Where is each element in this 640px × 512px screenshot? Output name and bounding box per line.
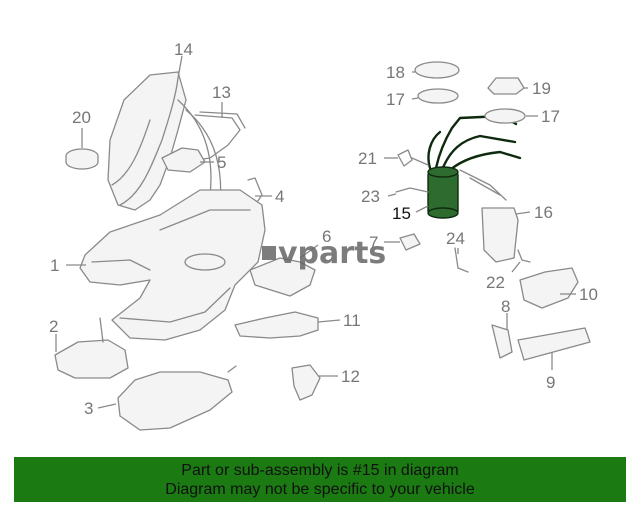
vparts-watermark: vparts xyxy=(262,236,386,271)
callout-9: 9 xyxy=(546,373,555,392)
callout-2: 2 xyxy=(49,317,58,336)
part-13-strap[interactable] xyxy=(194,111,246,161)
callout-11: 11 xyxy=(343,311,361,330)
part-14-filler-neck[interactable] xyxy=(107,71,222,211)
part-8-bracket[interactable] xyxy=(491,324,513,359)
part-2-heat-shield[interactable] xyxy=(54,317,129,379)
banner-line-1: Part or sub-assembly is #15 in diagram xyxy=(181,461,459,479)
part-18-lock-ring[interactable] xyxy=(414,61,460,79)
callout-23: 23 xyxy=(361,187,380,206)
callout-6: 6 xyxy=(322,227,331,246)
callout-12: 12 xyxy=(341,367,360,386)
callout-22: 22 xyxy=(486,273,505,292)
exploded-parts-diagram: vparts 1 2 3 4 5 6 7 8 9 10 11 12 13 14 … xyxy=(49,40,598,431)
callout-21: 21 xyxy=(358,149,377,168)
part-24-bracket[interactable] xyxy=(454,247,469,273)
part-17-ring-right[interactable] xyxy=(484,108,526,124)
part-7-connector[interactable] xyxy=(399,233,421,251)
callout-17-right: 17 xyxy=(541,107,560,126)
banner-line-2: Diagram may not be specific to your vehi… xyxy=(165,480,475,498)
callout-1: 1 xyxy=(50,256,59,275)
part-3-skid-shield[interactable] xyxy=(117,365,237,431)
callout-13: 13 xyxy=(212,83,231,102)
part-9-rail[interactable] xyxy=(517,327,591,361)
callout-5: 5 xyxy=(217,153,226,172)
part-12-small-bracket[interactable] xyxy=(291,364,321,401)
watermark-brand: vparts xyxy=(278,236,386,271)
part-16-pump-housing[interactable] xyxy=(459,169,519,263)
callout-14: 14 xyxy=(174,40,193,59)
part-19-cap[interactable] xyxy=(487,77,525,95)
callout-15: 15 xyxy=(392,204,411,223)
callout-17-upper: 17 xyxy=(386,90,405,109)
callout-20: 20 xyxy=(72,108,91,127)
callout-3: 3 xyxy=(84,399,93,418)
part-1-fuel-tank[interactable] xyxy=(79,189,266,341)
callout-24: 24 xyxy=(446,229,465,248)
part-15-fuel-pump[interactable] xyxy=(427,114,522,219)
info-banner: Part or sub-assembly is #15 in diagram D… xyxy=(14,457,626,502)
callout-8: 8 xyxy=(501,297,510,316)
callout-19: 19 xyxy=(532,79,551,98)
callout-10: 10 xyxy=(579,285,598,304)
part-6-shield-plate[interactable] xyxy=(249,257,316,297)
part-10-cover[interactable] xyxy=(519,267,579,309)
callout-4: 4 xyxy=(275,187,284,206)
part-23-line[interactable] xyxy=(395,187,429,193)
callout-16: 16 xyxy=(534,203,553,222)
callout-7: 7 xyxy=(369,233,378,252)
part-17-ring-upper[interactable] xyxy=(417,88,459,104)
callout-18: 18 xyxy=(386,63,405,82)
leader-lines xyxy=(55,55,576,409)
part-11-bracket[interactable] xyxy=(234,311,319,339)
part-21-sensor[interactable] xyxy=(397,149,429,167)
part-20-cap-ring[interactable] xyxy=(65,148,99,170)
part-22-fitting[interactable] xyxy=(517,249,531,263)
